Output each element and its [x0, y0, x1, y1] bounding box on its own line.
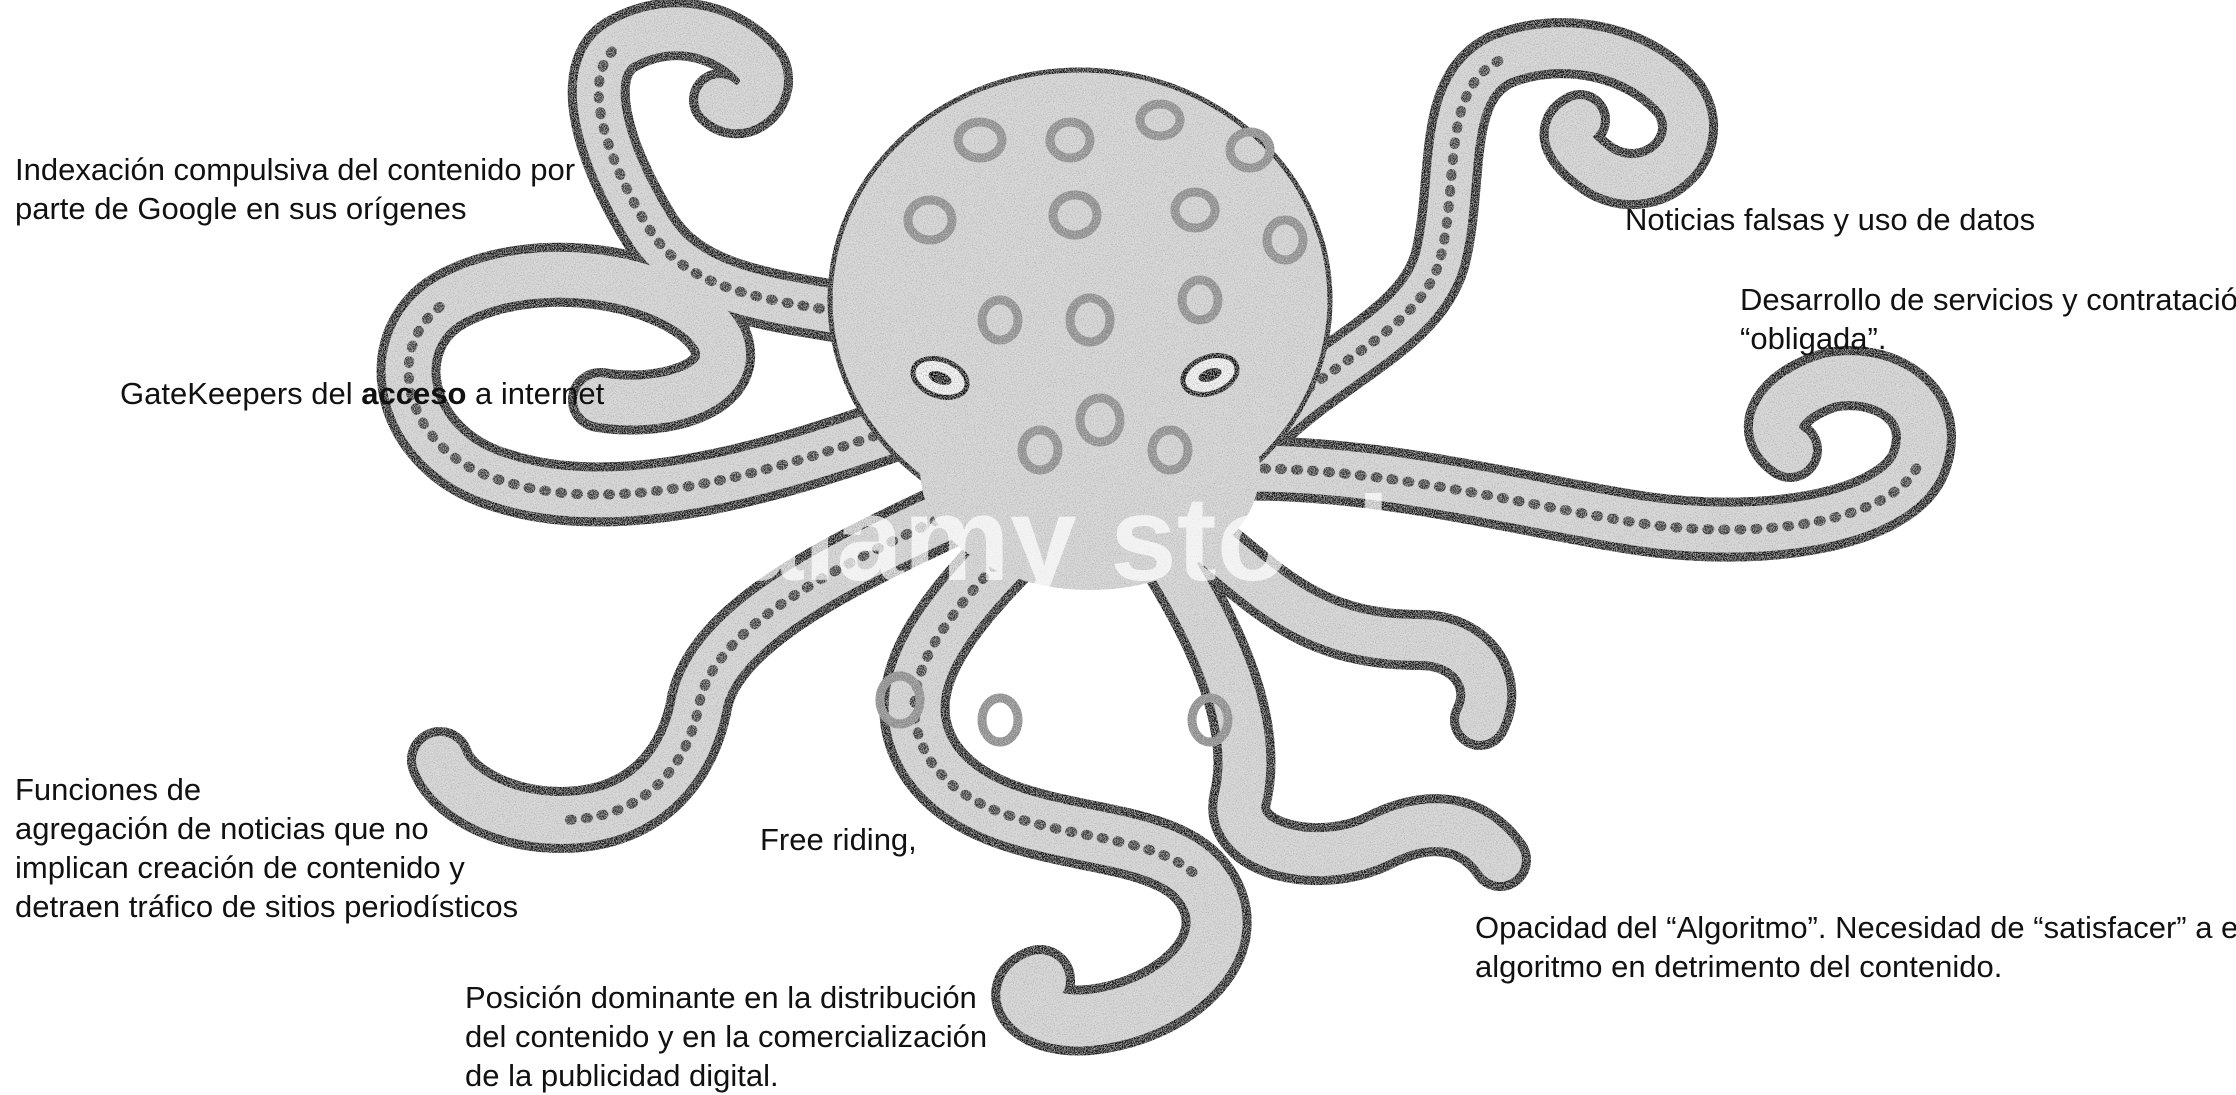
label-opacidad: Opacidad del “Algoritmo”. Necesidad de “…: [1475, 908, 2236, 986]
label-desarrollo: Desarrollo de servicios y contratación “…: [1740, 280, 2236, 358]
label-funciones-line-1: Funciones de: [15, 770, 518, 809]
label-noticias-text: Noticias falsas y uso de datos: [1625, 200, 2035, 239]
label-posicion-line-3: de la publicidad digital.: [465, 1056, 987, 1095]
label-funciones-line-2: agregación de noticias que no: [15, 809, 518, 848]
label-opacidad-line-1: Opacidad del “Algoritmo”. Necesidad de “…: [1475, 908, 2236, 947]
label-free-riding-text: Free riding,: [760, 820, 917, 859]
label-posicion: Posición dominante en la distribución de…: [465, 978, 987, 1095]
label-opacidad-line-2: algoritmo en detrimento del contenido.: [1475, 947, 2236, 986]
label-noticias: Noticias falsas y uso de datos: [1625, 200, 2035, 239]
label-gatekeepers-bold: acceso: [361, 376, 466, 411]
label-funciones: Funciones de agregación de noticias que …: [15, 770, 518, 926]
label-gatekeepers-pre: GateKeepers del: [120, 376, 361, 411]
label-indexacion-line-1: Indexación compulsiva del contenido por: [15, 150, 575, 189]
label-desarrollo-line-2: “obligada”.: [1740, 319, 2236, 358]
label-indexacion-line-2: parte de Google en sus orígenes: [15, 189, 575, 228]
label-posicion-line-2: del contenido y en la comercialización: [465, 1017, 987, 1056]
label-free-riding: Free riding,: [760, 820, 917, 859]
label-funciones-line-3: implican creación de contenido y: [15, 848, 518, 887]
label-desarrollo-line-1: Desarrollo de servicios y contratación: [1740, 280, 2236, 319]
label-indexacion: Indexación compulsiva del contenido por …: [15, 150, 575, 228]
label-funciones-line-4: detraen tráfico de sitios periodísticos: [15, 887, 518, 926]
label-gatekeepers: GateKeepers del acceso a internet: [120, 374, 604, 413]
label-gatekeepers-post: a internet: [466, 376, 604, 411]
label-posicion-line-1: Posición dominante en la distribución: [465, 978, 987, 1017]
watermark: alamy stock: [736, 472, 1423, 606]
